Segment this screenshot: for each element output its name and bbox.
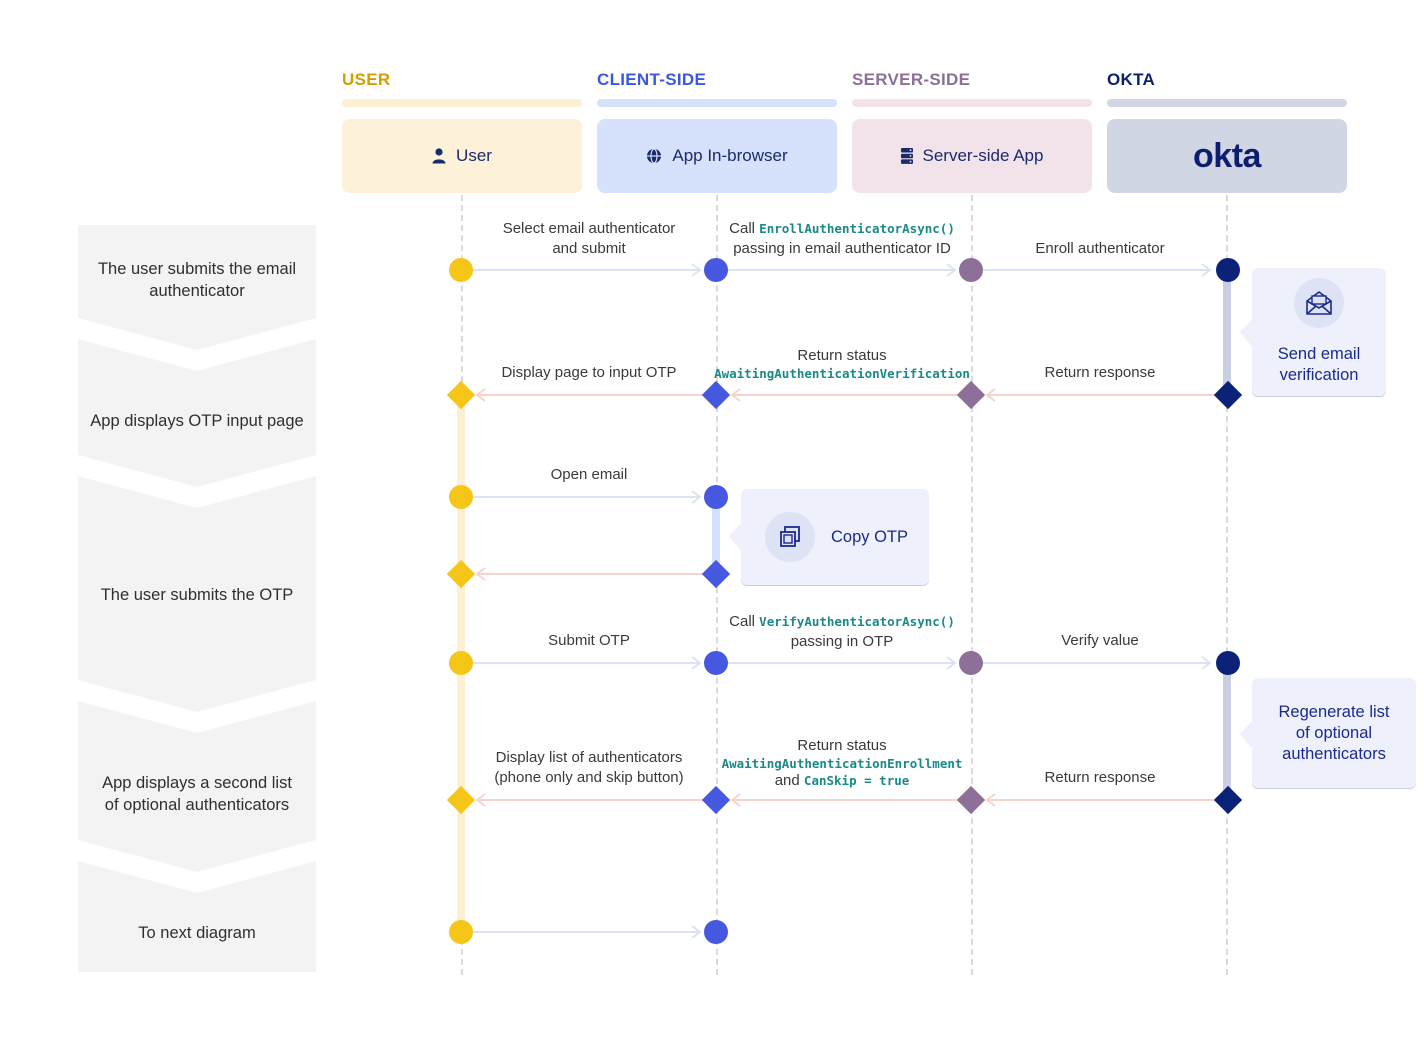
note-copy-otp-pointer (729, 522, 742, 552)
person-icon (432, 148, 446, 164)
lane-bar-user (342, 99, 582, 107)
okta-activation-bar-1 (1223, 270, 1231, 395)
node-user-6 (446, 785, 476, 815)
node-client-6 (701, 785, 731, 815)
lane-title-user: USER (342, 70, 391, 89)
note-send-email-pointer (1240, 318, 1253, 348)
node-client-2 (701, 380, 731, 410)
actor-client: App In-browser (597, 119, 837, 193)
lane-bar-client (597, 99, 837, 107)
msg-display-otp-page: Display page to input OTP (501, 364, 677, 381)
node-okta-6 (1213, 785, 1243, 815)
msg-return-status-2: Return status AwaitingAuthenticationEnro… (721, 737, 963, 789)
lane-title-okta: OKTA (1107, 70, 1156, 89)
msg-return-response-2: Return response (1044, 769, 1156, 786)
node-client-5 (704, 651, 728, 675)
envelope-icon (1294, 278, 1344, 328)
node-server-1 (959, 258, 983, 282)
note-regenerate: Regenerate list of optional authenticato… (1252, 678, 1416, 788)
lane-bar-okta (1107, 99, 1347, 107)
msg-enroll-authenticator: Enroll authenticator (1035, 240, 1165, 257)
step-2-label: App displays OTP input page (90, 412, 304, 430)
msg-return-response-1: Return response (1044, 364, 1156, 381)
lifeline-server (971, 195, 973, 975)
actor-okta: okta (1107, 119, 1347, 193)
step-3-label: The user submits the OTP (100, 586, 294, 604)
globe-icon (646, 148, 662, 164)
client-activation-bar (712, 497, 720, 574)
msg-call-verify: Call VerifyAuthenticatorAsync() passing … (729, 613, 955, 650)
node-user-7 (449, 920, 473, 944)
lane-title-server: SERVER-SIDE (852, 70, 971, 89)
note-regenerate-pointer (1240, 720, 1253, 750)
server-icon (900, 148, 913, 164)
msg-call-enroll: Call EnrollAuthenticatorAsync() passing … (729, 220, 955, 257)
step-4-label: App displays a second list of optional a… (102, 774, 292, 814)
msg-display-list: Display list of authenticators(phone onl… (494, 749, 684, 786)
node-client-7 (704, 920, 728, 944)
node-user-5 (449, 651, 473, 675)
node-client-4 (701, 559, 731, 589)
node-server-2 (956, 380, 986, 410)
node-okta-1 (1216, 258, 1240, 282)
okta-activation-bar-2 (1223, 663, 1231, 800)
node-user-3 (449, 485, 473, 509)
step-chevrons (78, 225, 316, 972)
step-1-label: The user submits the email authenticator (97, 260, 297, 300)
node-user-1 (449, 258, 473, 282)
actor-server: Server-side App (852, 119, 1092, 193)
node-server-6 (956, 785, 986, 815)
lane-bar-server (852, 99, 1092, 107)
lifeline-okta (1226, 195, 1228, 975)
note-copy-otp: Copy OTP (741, 489, 929, 585)
note-send-email: Send email verification (1252, 268, 1386, 396)
actor-user-label: User (456, 146, 492, 165)
msg-submit-otp: Submit OTP (548, 632, 630, 649)
actor-client-label: App In-browser (672, 146, 788, 165)
node-server-5 (959, 651, 983, 675)
node-user-2 (446, 380, 476, 410)
okta-logo: okta (1193, 136, 1261, 175)
node-user-4 (446, 559, 476, 589)
msg-open-email: Open email (550, 466, 628, 483)
msg-verify-value: Verify value (1061, 632, 1139, 649)
actor-user: User (342, 119, 582, 193)
node-okta-2 (1213, 380, 1243, 410)
actor-server-label: Server-side App (922, 146, 1044, 165)
node-client-1 (704, 258, 728, 282)
node-client-3 (704, 485, 728, 509)
copy-icon (765, 512, 815, 562)
lane-title-client: CLIENT-SIDE (597, 70, 707, 89)
node-okta-5 (1216, 651, 1240, 675)
step-5-label: To next diagram (138, 924, 256, 942)
